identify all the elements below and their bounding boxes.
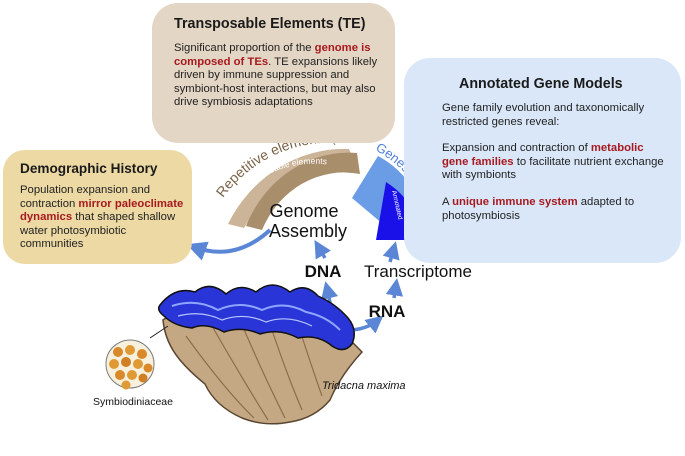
te-text-part: . TE expansions likely driven by immune …: [174, 55, 378, 109]
agm-paragraph-1: Gene family evolution and taxonomically …: [442, 102, 645, 128]
symbiont-cell: [121, 357, 131, 367]
te-text-part: Significant proportion of the: [174, 42, 315, 54]
inset-connector: [149, 325, 169, 339]
symbiont-cell: [113, 347, 123, 357]
transposable-elements-segment: [246, 152, 360, 230]
shell-ridge: [239, 319, 286, 419]
arrow-rna-to-transcriptome: [385, 278, 404, 299]
species-label: Tridacna maxima: [322, 380, 406, 392]
clam-mantle: [157, 284, 355, 351]
mantle-texture: [171, 301, 341, 331]
giant-clam-illustration: [157, 284, 364, 425]
demo-box-text: Population expansion and contraction mir…: [20, 184, 184, 252]
agm-text-part: A: [442, 195, 453, 208]
symbiont-cell: [125, 345, 135, 355]
agm-box-title: Annotated Gene Models: [459, 76, 623, 92]
transcriptome-label: Transcriptome: [364, 262, 472, 281]
demographic-history-box: Demographic History Population expansion…: [3, 150, 192, 264]
symbiont-cell: [143, 363, 153, 373]
genome-assembly-label-line1: Genome: [269, 201, 338, 221]
genome-assembly-label-line2: Assembly: [269, 221, 347, 241]
mantle-texture: [177, 313, 313, 327]
te-box-title: Transposable Elements (TE): [174, 16, 366, 32]
symbiont-cell: [137, 349, 147, 359]
demo-text-part: Population expansion and contraction: [20, 184, 151, 210]
symbiont-cell: [127, 370, 137, 380]
symbiont-cell: [109, 359, 119, 369]
arrow-dna-to-genome: [314, 239, 331, 260]
agm-text-part: Expansion and contraction of: [442, 142, 591, 155]
demo-highlight: mirror paleoclimate dynamics: [20, 197, 184, 224]
shell-ridge: [185, 335, 255, 419]
symbiont-cell: [138, 373, 148, 383]
symbiont-cell: [115, 370, 125, 380]
arrow-to-demographic-history: [186, 228, 272, 261]
symbiont-cell: [133, 359, 143, 369]
rna-label: RNA: [369, 302, 406, 321]
transposable-elements-box: Transposable Elements (TE) Significant p…: [152, 3, 395, 143]
symbiont-cell: [121, 380, 131, 390]
shell-ridge: [211, 325, 269, 421]
agm-highlight: unique immune system: [452, 195, 578, 208]
te-box-text: Significant proportion of the genome is …: [174, 42, 381, 110]
agm-paragraph-3: A unique immune system adapted to photos…: [442, 196, 669, 223]
annotated-gene-models-box: Annotated Gene Models Gene family evolut…: [404, 58, 681, 263]
symbiodiniaceae-label: Symbiodiniaceae: [93, 396, 173, 408]
agm-text-part: adapted to photosymbiosis: [442, 195, 635, 222]
demo-text-part: that shaped shallow water photosymbiotic…: [20, 211, 176, 251]
dna-label: DNA: [305, 262, 342, 281]
te-highlight: genome is composed of TEs: [174, 42, 371, 68]
demo-box-title: Demographic History: [20, 161, 158, 176]
symbiodiniaceae-inset: [105, 325, 169, 390]
agm-paragraph-2: Expansion and contraction of metabolic g…: [442, 142, 669, 183]
agm-text-part: to facilitate nutrient exchange with sym…: [442, 155, 664, 182]
arrow-transcriptome-to-genes: [382, 241, 400, 263]
agm-highlight: metabolic gene families: [442, 142, 644, 168]
